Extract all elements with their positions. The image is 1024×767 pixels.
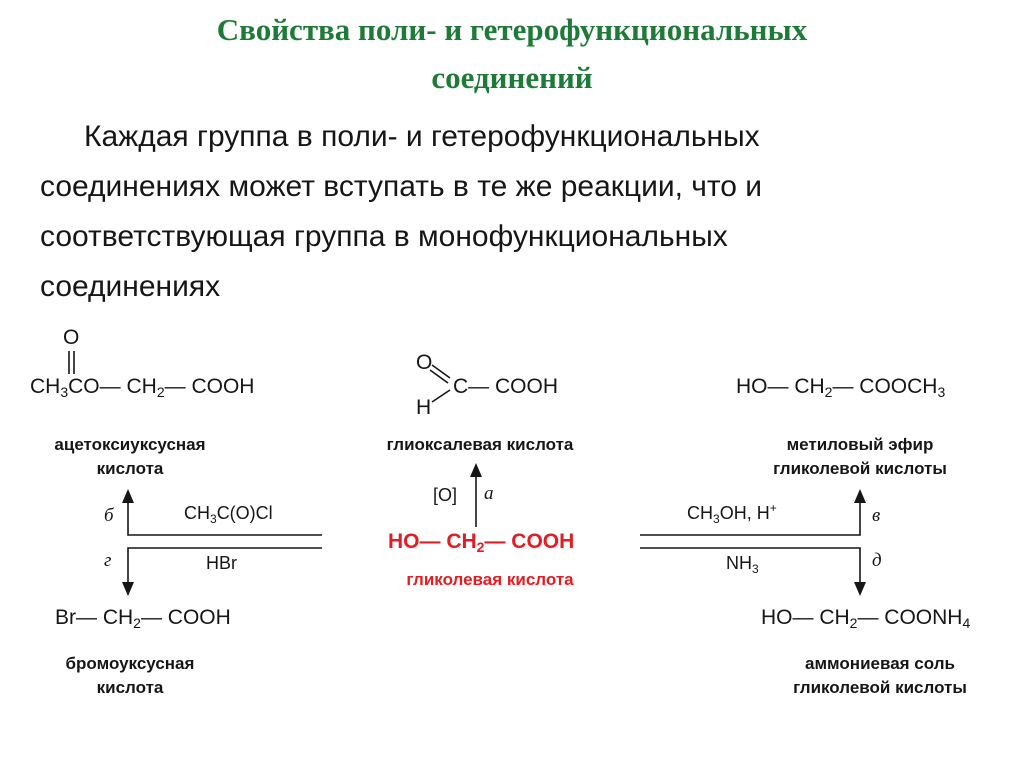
bromoacetic-acid-name: бромоуксусная кислота: [30, 652, 230, 700]
carbonyl-oxygen-label: O: [63, 326, 80, 349]
body-paragraph: Каждая группа в поли- и гетерофункционал…: [40, 112, 990, 312]
methyl-glycolate-name: метиловый эфир гликолевой кислоты: [745, 433, 975, 481]
oxidant-reagent: [O]: [433, 485, 458, 505]
compound-name-line: кислота: [96, 678, 164, 697]
arrow-v: [640, 495, 861, 536]
aldehyde-hydrogen-label: H: [416, 396, 432, 419]
compound-name-line: кислота: [96, 459, 164, 478]
acetyl-chloride-reagent: CH3C(O)Cl: [184, 503, 273, 526]
compound-name-line: гликолевой кислоты: [793, 678, 967, 697]
reaction-letter-b: б: [104, 505, 114, 526]
double-bond-line: [429, 369, 449, 384]
glyoxylic-acid-formula: C— COOH: [453, 375, 558, 398]
arrowhead-icon: [854, 582, 866, 596]
ammonium-glycolate-name: аммониевая соль гликолевой кислоты: [760, 652, 1000, 700]
double-bond-line: [431, 364, 451, 379]
aldehyde-oxygen-label: O: [416, 351, 433, 374]
body-line: соединениях: [40, 270, 221, 303]
reaction-letter-v: в: [872, 505, 881, 526]
glycolic-acid-formula: HO— CH2— COOH: [388, 530, 575, 555]
compound-name-line: ацетоксиуксусная: [54, 435, 206, 454]
body-line: соединениях может вступать в те же реакц…: [40, 170, 763, 203]
ammonia-reagent: NH3: [726, 553, 759, 576]
body-line: Каждая группа в поли- и гетерофункционал…: [84, 120, 760, 153]
arrow-d: [640, 547, 861, 590]
hbr-reagent: HBr: [206, 553, 237, 573]
acetoxyacetic-acid-formula: CH3CO— CH2— COOH: [30, 375, 255, 400]
methanol-reagent: CH3OH, H+: [687, 501, 777, 526]
body-line: соответствующая группа в монофункциональ…: [40, 220, 728, 253]
slide-title-line-1: Свойства поли- и гетерофункциональных: [216, 12, 808, 47]
compound-name-line: метиловый эфир: [786, 435, 934, 454]
arrowhead-icon: [122, 489, 134, 503]
reaction-letter-g: г: [104, 550, 112, 571]
compound-name-line: гликолевой кислоты: [773, 459, 947, 478]
arrowhead-icon: [854, 489, 866, 503]
arrowhead-icon: [122, 582, 134, 596]
arrow-g: [127, 547, 322, 590]
compound-name-line: бромоуксусная: [65, 654, 195, 673]
compound-name-line: аммониевая соль: [805, 654, 955, 673]
bromoacetic-acid-formula: Br— CH2— COOH: [55, 606, 231, 631]
arrowhead-icon: [470, 463, 482, 477]
acetoxyacetic-acid-name: ацетоксиуксусная кислота: [30, 433, 230, 481]
ammonium-glycolate-formula: HO— CH2— COONH4: [761, 606, 971, 631]
methyl-glycolate-formula: HO— CH2— COOCH3: [736, 375, 946, 400]
glycolic-acid-name: гликолевая кислота: [406, 570, 574, 589]
single-bond-line: [431, 389, 451, 403]
slide-title-line-2: соединений: [431, 60, 593, 95]
glyoxylic-acid-name: глиоксалевая кислота: [386, 435, 574, 454]
arrow-b: [127, 495, 322, 536]
reaction-letter-a: а: [484, 483, 494, 504]
reaction-letter-d: д: [872, 550, 882, 571]
